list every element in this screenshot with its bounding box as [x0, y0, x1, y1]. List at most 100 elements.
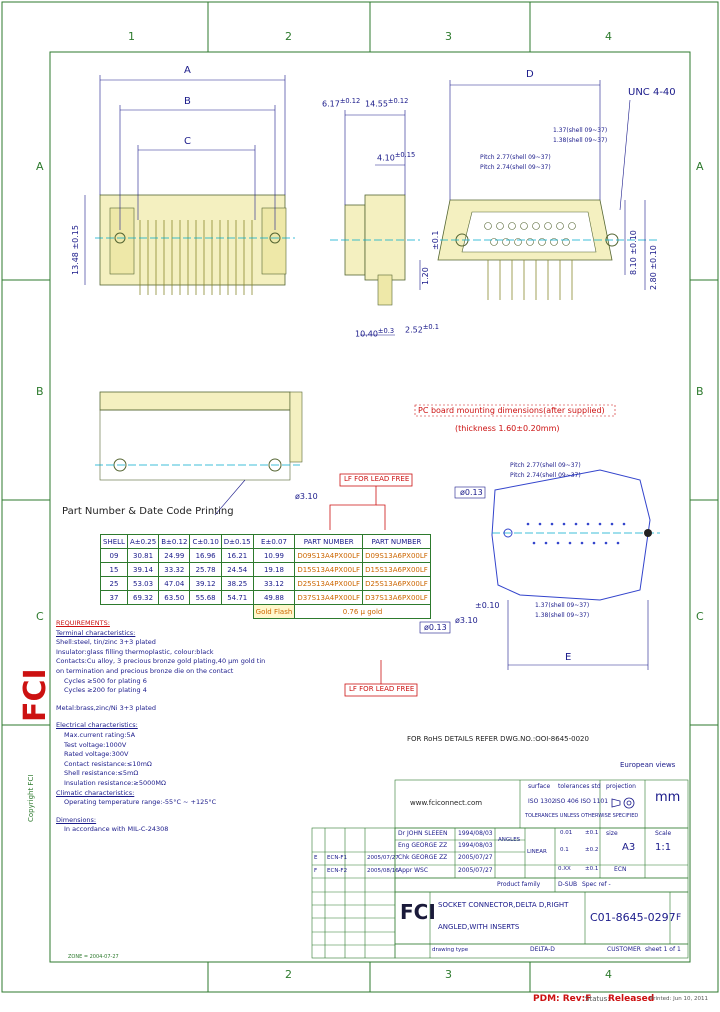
table-cell: D09S13A6PX00LF [362, 548, 431, 563]
pcb-pitch-4: 1.38(shell 09~37) [535, 612, 590, 619]
table-cell: D15S13A6PX00LF [362, 562, 431, 577]
dim-side-1040: 10.40±0.3 [355, 327, 395, 339]
req-line: Insulator:glass filling thermoplastic, c… [56, 647, 214, 656]
dim-side-120: 1.20 [421, 267, 430, 285]
status-label: Status: [585, 995, 610, 1003]
req-dim-title: Dimensions: [56, 815, 97, 824]
table-cell: 24.54 [220, 562, 254, 577]
pcb-tol-2: ø0.13 [424, 623, 447, 632]
zone-col-2: 2 [285, 30, 292, 43]
linear-label: LINEAR [527, 849, 547, 855]
rev-f-desc: ECN-F2 [327, 868, 348, 874]
table-header: D±0.15 [220, 534, 254, 549]
unc-thread: UNC 4-40 [628, 87, 676, 98]
req-line: In accordance with MIL-C-24308 [64, 825, 169, 834]
ecn-label: ECN [614, 866, 627, 873]
tol-b1: 0.1 [560, 847, 569, 853]
pcb-title: PC board mounting dimensions(after suppl… [418, 406, 605, 415]
fci-logo-title: FCI [400, 900, 436, 924]
pcb-pitch-2: Pitch 2.74(shell 09~37) [510, 472, 581, 479]
dim-b: B [184, 96, 191, 107]
table-cell: 25 [100, 576, 128, 591]
table-row: 09 30.81 24.99 16.96 16.21 10.99 D09S13A… [100, 548, 431, 563]
req-title: REQUIREMENTS: [56, 619, 110, 627]
table-row: 37 69.32 63.50 55.68 54.71 49.88 D37S13A… [100, 590, 431, 605]
projection-label: projection [606, 783, 636, 790]
requirements-block: REQUIREMENTS: Terminal characteristics: … [56, 619, 296, 835]
zone-col-1: 1 [128, 30, 135, 43]
dim-right-810: 8.10 ±0.10 [629, 230, 638, 275]
table-cell: 30.81 [126, 548, 160, 563]
dr-date: 1994/08/03 [458, 830, 493, 837]
table-cell: 33.32 [158, 562, 191, 577]
table-cell: 16.96 [189, 548, 222, 563]
dim-side-1455: 14.55±0.12 [365, 97, 409, 109]
product-family-value: D-SUB [558, 881, 578, 888]
part-marking-note: Part Number & Date Code Printing [62, 506, 234, 517]
table-cell: 24.99 [158, 548, 191, 563]
table-header: PART NUMBER [294, 534, 364, 549]
req-line: Shell:steel, tin/zinc 3+3 plated [56, 638, 156, 647]
spec-ref: Spec ref - [582, 881, 611, 888]
table-cell: 63.50 [158, 590, 191, 605]
title-block-grid [311, 779, 689, 959]
pdm-rev: PDM: Rev:F [533, 994, 592, 1004]
zone-row-b-right: B [696, 385, 704, 398]
pitch1-row1: Pitch 2.77(shell 09~37) [480, 154, 551, 161]
req-line: Max.current rating:5A [64, 730, 136, 739]
printed-date: Printed: Jun 10, 2011 [650, 996, 708, 1002]
chk-row: Chk GEORGE ZZ [398, 854, 448, 861]
table-cell: D25S13A4PX00LF [294, 576, 364, 591]
zone-col-4: 4 [605, 30, 612, 43]
rohs-refer-note: FOR RoHS DETAILS REFER DWG.NO.:OOI-8645-… [407, 735, 589, 743]
table-cell: 53.03 [126, 576, 160, 591]
company-url: www.fciconnect.com [410, 799, 483, 807]
dim-side-617: 6.17±0.12 [322, 97, 361, 109]
gold-value: 0.76 μ gold [294, 604, 431, 619]
projection-icon [610, 795, 636, 811]
desc-line-2: ANGLED,WITH INSERTS [438, 923, 520, 931]
table-cell: 37 [100, 590, 128, 605]
zone-row-a: A [36, 160, 44, 173]
gold-label: Gold Flash [252, 604, 296, 619]
rev-e: E [314, 855, 318, 861]
zone-row-c: C [36, 610, 44, 623]
table-cell: 55.68 [189, 590, 222, 605]
tol-b2: ±0.2 [585, 847, 599, 853]
lf-lead-free-bottom: LF FOR LEAD FREE [349, 685, 415, 693]
table-cell: 25.78 [189, 562, 222, 577]
dim-side-410: 4.10±0.15 [377, 151, 416, 163]
zone-row-a-right: A [696, 160, 704, 173]
shell-dimension-table: SHELL A±0.25 B±0.12 C±0.10 D±0.15 E±0.07… [100, 534, 431, 619]
product-family-label: Product family [497, 881, 541, 888]
pitch-r2: 1.38(shell 09~37) [553, 137, 608, 144]
tol-a2: ±0.1 [585, 830, 599, 836]
tol-std-label: tolerances std [558, 783, 601, 790]
pitch-r1: 1.37(shell 09~37) [553, 127, 608, 134]
table-cell: 39.14 [126, 562, 160, 577]
zone-col-3-bottom: 3 [445, 968, 452, 981]
req-line: Shell resistance:≤5mΩ [64, 769, 139, 778]
dim-d: D [526, 69, 534, 80]
table-cell: D25S13A6PX00LF [362, 576, 431, 591]
pcb-tol-1: ø0.13 [460, 488, 483, 497]
front-view [84, 75, 295, 295]
table-cell: 39.12 [189, 576, 222, 591]
table-cell: 16.21 [220, 548, 254, 563]
scale-label: Scale [655, 830, 672, 837]
table-header: SHELL [100, 534, 128, 549]
surface-label: surface [528, 783, 551, 790]
unit: mm [655, 790, 681, 805]
rev-e-date: 2005/07/27 [367, 855, 399, 861]
desc-line-1: SOCKET CONNECTOR,DELTA D,RIGHT [438, 901, 569, 909]
side-view [330, 110, 421, 336]
zone-col-4-bottom: 4 [605, 968, 612, 981]
table-cell: 38.25 [220, 576, 254, 591]
series-code: DELTA-D [530, 946, 555, 953]
revision: F [676, 913, 682, 923]
table-cell: 15 [100, 562, 128, 577]
dim-side-tol-p: ±0.1 [431, 230, 440, 250]
req-line: Contact resistance:≤10mΩ [64, 759, 152, 768]
table-header: C±0.10 [189, 534, 222, 549]
